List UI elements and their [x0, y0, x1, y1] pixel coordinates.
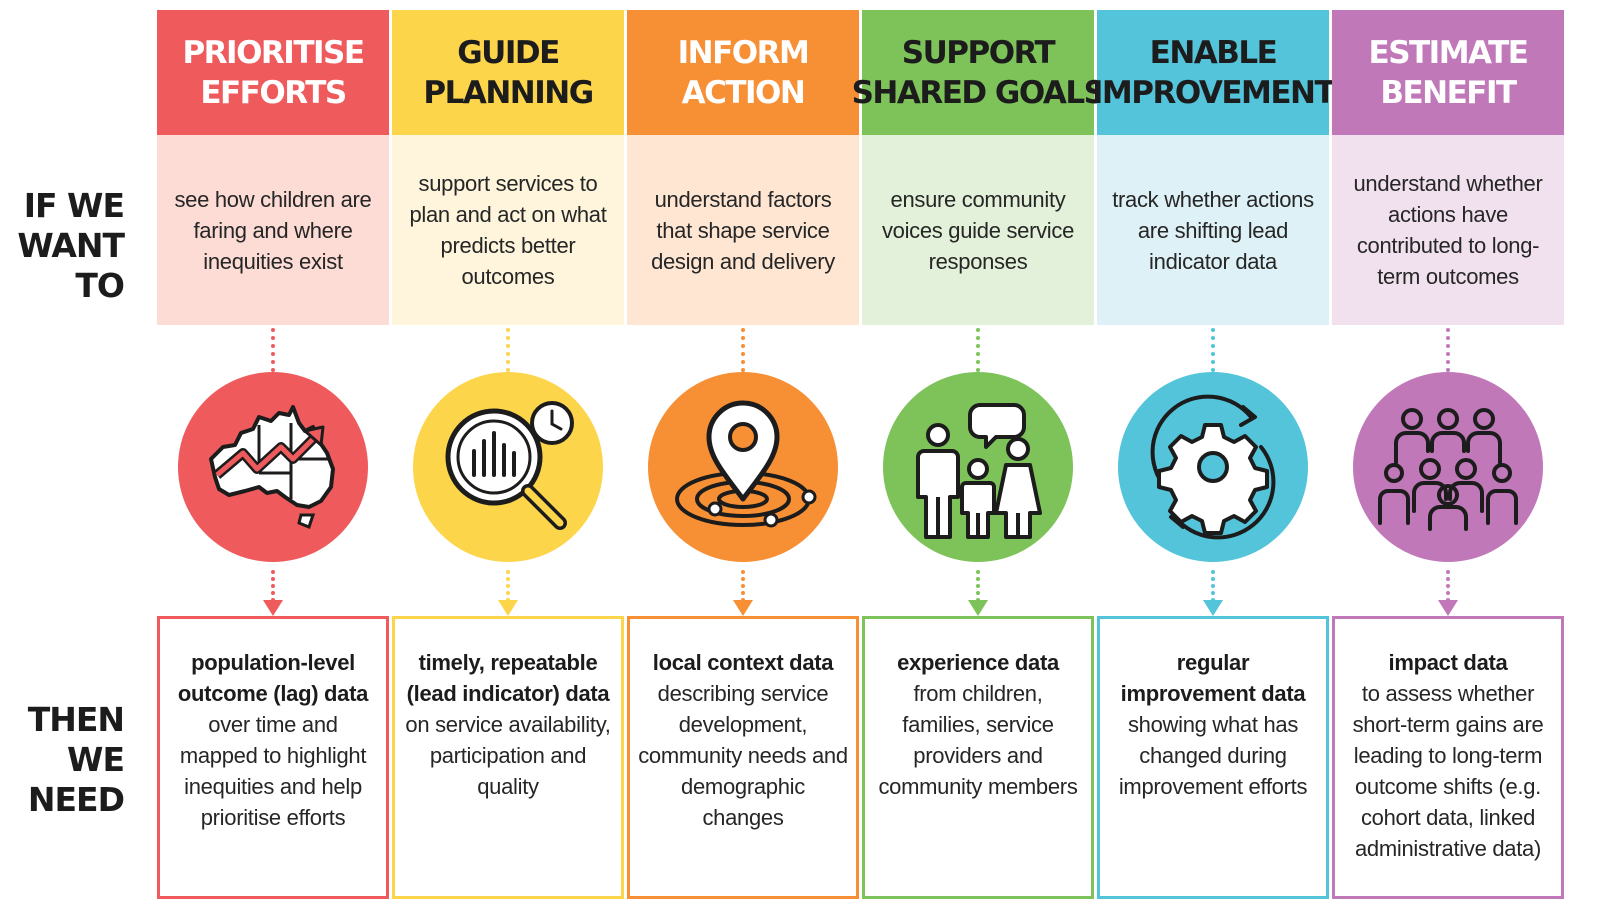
header-line: PLANNING — [423, 74, 594, 111]
header-line: EFFORTS — [200, 74, 347, 111]
column-header: SUPPORT SHARED GOALS — [852, 10, 1106, 135]
header-line: INFORM — [677, 34, 810, 71]
people-group-icon — [1378, 408, 1518, 531]
row-label-line: THEN WE — [27, 700, 125, 779]
column-support-shared-goals: SUPPORT SHARED GOALS ensure community vo… — [852, 10, 1106, 905]
need-heading: population-level outcome (lag) data — [177, 650, 369, 706]
column-header: GUIDE PLANNING — [392, 10, 624, 135]
need-description-box: population-level outcome (lag) data over… — [157, 616, 389, 899]
location-pin-icon — [675, 400, 817, 528]
column-header: INFORM ACTION — [627, 10, 859, 135]
magnifier-clock-icon — [445, 401, 574, 530]
connector-dots — [1446, 570, 1450, 602]
row-label-if-we-want-to: IF WE WANT TO — [6, 186, 125, 306]
want-description: track whether actions are shifting lead … — [1097, 135, 1329, 325]
header-line: BENEFIT — [1380, 74, 1517, 111]
icon-circle — [413, 372, 603, 562]
header-line: ESTIMATE — [1368, 34, 1529, 71]
icon-circle — [1118, 372, 1308, 562]
header-line: IMPROVEMENT — [1091, 74, 1336, 111]
connector-dots — [976, 328, 980, 372]
icon-circle — [648, 372, 838, 562]
header-line: ENABLE — [1149, 34, 1278, 71]
header-line: SUPPORT — [901, 34, 1056, 71]
header-line: PRIORITISE — [182, 34, 365, 71]
want-description: understand factors that shape service de… — [627, 135, 859, 325]
connector-dots — [741, 328, 745, 372]
need-heading: timely, repeatable (lead indicator) data — [406, 650, 610, 706]
need-body: to assess whether short-term gains are l… — [1352, 681, 1544, 861]
connector-dots — [976, 570, 980, 602]
arrow-down-icon — [1438, 600, 1458, 616]
need-heading: experience data — [897, 650, 1059, 675]
connector-dots — [506, 570, 510, 602]
family-speech-icon — [916, 403, 1042, 539]
arrow-down-icon — [263, 600, 283, 616]
row-label-line: NEED — [27, 780, 125, 819]
arrow-down-icon — [1203, 600, 1223, 616]
column-inform-action: INFORM ACTION understand factors that sh… — [627, 10, 859, 905]
row-label-line: WANT TO — [17, 226, 125, 305]
want-description: support services to plan and act on what… — [392, 135, 624, 325]
need-description-box: impact data to assess whether short-term… — [1332, 616, 1564, 899]
need-body: over time and mapped to highlight inequi… — [179, 712, 367, 830]
header-line: GUIDE — [457, 34, 560, 71]
need-body: from children, families, service provide… — [878, 681, 1078, 799]
icon-circle — [178, 372, 368, 562]
arrow-down-icon — [733, 600, 753, 616]
column-guide-planning: GUIDE PLANNING support services to plan … — [392, 10, 624, 905]
need-body: showing what has changed during improvem… — [1118, 712, 1308, 799]
need-body: on service availability, participation a… — [405, 712, 611, 799]
icon-circle — [883, 372, 1073, 562]
column-header: ESTIMATE BENEFIT — [1332, 10, 1564, 135]
connector-dots — [271, 328, 275, 372]
column-estimate-benefit: ESTIMATE BENEFIT understand whether acti… — [1332, 10, 1564, 905]
want-description: see how children are faring and where in… — [157, 135, 389, 325]
need-heading: local context data — [652, 650, 834, 675]
header-line: SHARED GOALS — [851, 74, 1106, 111]
need-description-box: timely, repeatable (lead indicator) data… — [392, 616, 624, 899]
connector-dots — [741, 570, 745, 602]
connector-dots — [271, 570, 275, 602]
need-description-box: experience data from children, families,… — [862, 616, 1094, 899]
connector-dots — [1211, 570, 1215, 602]
gear-cycle-icon — [1150, 394, 1276, 540]
icon-circle — [1353, 372, 1543, 562]
column-enable-improvement: ENABLE IMPROVEMENT track whether actions… — [1092, 10, 1336, 905]
connector-dots — [1446, 328, 1450, 372]
column-header: ENABLE IMPROVEMENT — [1092, 10, 1336, 135]
want-description: ensure community voices guide service re… — [862, 135, 1094, 325]
connector-dots — [506, 328, 510, 372]
connector-dots — [1211, 328, 1215, 372]
need-description-box: regular improvement data showing what ha… — [1097, 616, 1329, 899]
column-header: PRIORITISE EFFORTS — [157, 10, 389, 135]
header-line: ACTION — [681, 74, 806, 111]
arrow-down-icon — [498, 600, 518, 616]
want-description: understand whether actions have contribu… — [1332, 135, 1564, 325]
need-heading: regular improvement data — [1120, 650, 1306, 706]
need-heading: impact data — [1388, 650, 1508, 675]
column-prioritise-efforts: PRIORITISE EFFORTS see how children are … — [157, 10, 389, 905]
arrow-down-icon — [968, 600, 988, 616]
need-body: describing service development, communit… — [638, 681, 848, 830]
row-label-then-we-need: THEN WE NEED — [6, 700, 125, 820]
need-description-box: local context data describing service de… — [627, 616, 859, 899]
australia-map-trend-icon — [209, 405, 335, 529]
row-label-line: IF WE — [23, 186, 125, 225]
